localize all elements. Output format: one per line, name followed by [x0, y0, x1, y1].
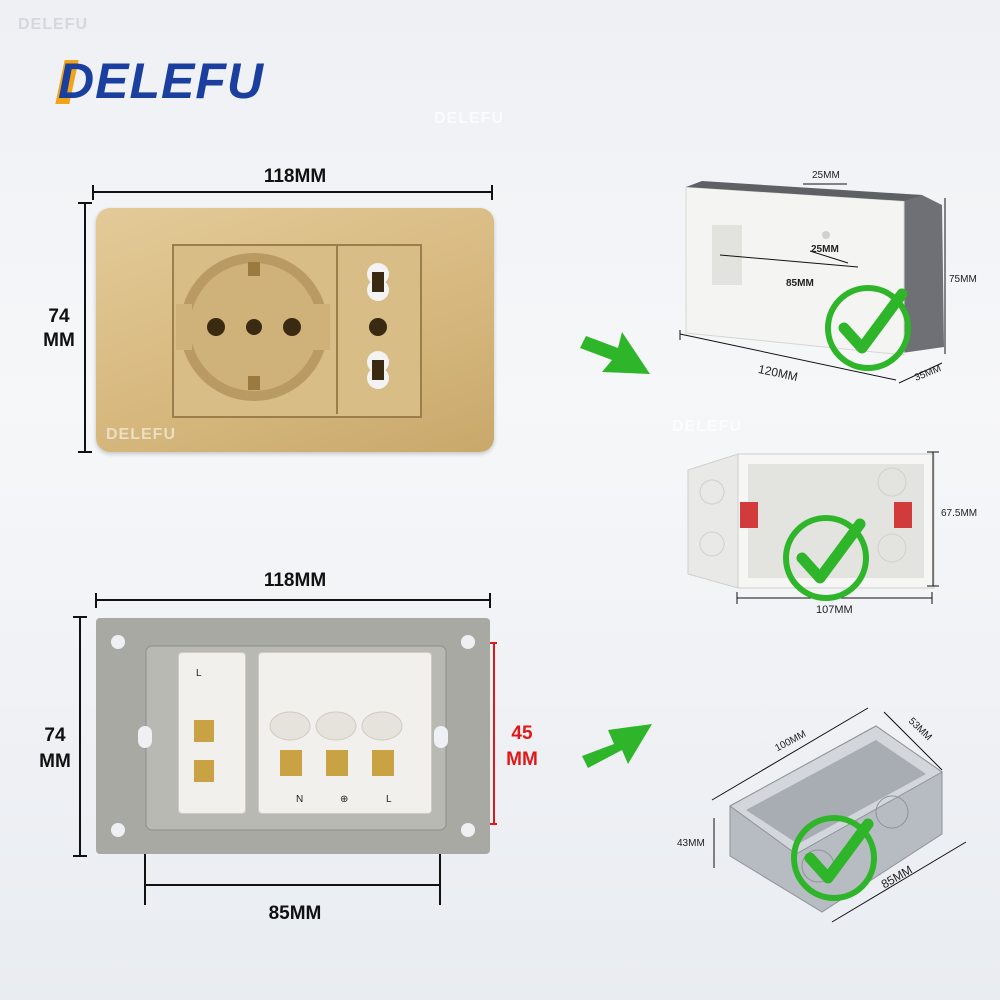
box1-hole-distance: 85MM: [786, 278, 814, 289]
italian-socket: [367, 263, 389, 389]
check-icon: [825, 285, 911, 371]
watermark: DELEFU: [18, 16, 88, 33]
box2-height: 67.5MM: [941, 508, 978, 519]
inner-height-unit: MM: [506, 749, 538, 770]
arrow-right-up-icon: [582, 724, 652, 768]
terminal-label: L: [196, 668, 202, 679]
back-height-unit: MM: [39, 751, 71, 772]
terminal-label: N: [296, 794, 304, 805]
mount-distance-label: 85MM: [268, 903, 322, 924]
box1-height: 75MM: [949, 274, 977, 285]
terminal-label: ⊕: [340, 794, 349, 805]
box2-width: 107MM: [816, 604, 853, 616]
back-width-label: 118MM: [263, 570, 327, 591]
front-height-label: 74: [48, 306, 70, 327]
schuko-socket: [176, 253, 330, 401]
box1-inner-slot: 25MM: [811, 244, 839, 255]
inner-height-label: 45: [511, 723, 533, 744]
back-height-label: 74: [44, 725, 66, 746]
terminal-screws: [194, 711, 403, 782]
check-icon: [783, 515, 869, 601]
module-divider: [336, 246, 338, 414]
watermark: DELEFU: [434, 110, 504, 127]
watermark: DELEFU: [672, 418, 742, 435]
box3-height: 43MM: [677, 838, 705, 849]
brand-logo: DELEFU: [58, 53, 264, 109]
watermark: DELEFU: [106, 426, 176, 443]
front-height-unit: MM: [43, 330, 75, 351]
check-icon: [791, 815, 877, 901]
box1-top-slot: 25MM: [812, 170, 840, 181]
terminal-label: L: [386, 794, 392, 805]
front-width-label: 118MM: [263, 166, 327, 187]
mounting-box-1: [685, 181, 944, 356]
arrow-right-down-icon: [580, 332, 650, 374]
